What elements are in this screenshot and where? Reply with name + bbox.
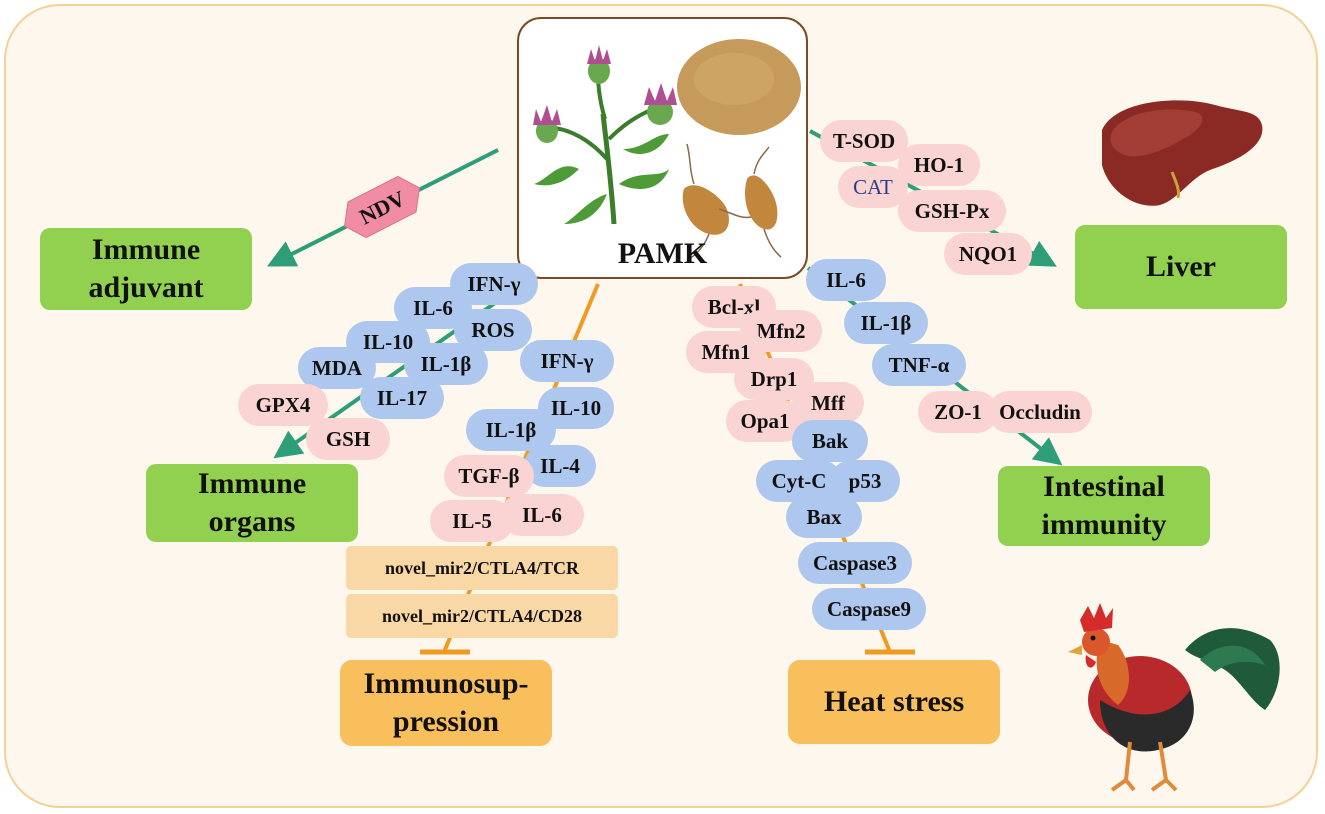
intestinal-node-zo-1: ZO-1	[918, 391, 998, 433]
atractylodes-root-icon	[682, 143, 782, 260]
thistle-plant-icon	[533, 45, 677, 225]
liver-node-t-sod: T-SOD	[820, 120, 908, 162]
liver-node-cat: CAT	[838, 166, 908, 208]
outcome-intestinal-immunity: Intestinal immunity	[998, 466, 1210, 546]
heat-node-caspase9: Caspase9	[812, 588, 926, 630]
herb-powder-icon	[677, 39, 801, 135]
pathway-box-cd28: novel_mir2/CTLA4/CD28	[346, 594, 618, 638]
pathway-box-tcr: novel_mir2/CTLA4/TCR	[346, 546, 618, 590]
outcome-liver: Liver	[1075, 225, 1287, 309]
heat-node-p53: p53	[830, 460, 900, 502]
pamk-label: PAMK	[617, 237, 708, 270]
immune-node-il-17: IL-17	[360, 377, 444, 419]
ndv-tag: NDV	[344, 175, 420, 239]
herb-illustration	[533, 39, 801, 260]
heat-node-bak: Bak	[792, 420, 868, 462]
heat-node-drp1: Drp1	[734, 358, 814, 400]
outcome-immune-organs: Immune organs	[146, 464, 358, 542]
immunosup-node-il-1beta: IL-1β	[466, 409, 556, 451]
immunosup-node-tgf-beta: TGF-β	[444, 455, 534, 497]
immune-node-mda: MDA	[298, 347, 376, 389]
immune-node-gpx4: GPX4	[238, 384, 328, 426]
heat-node-opa1: Opa1	[726, 400, 804, 442]
heat-node-mff: Mff	[792, 382, 864, 424]
immunosup-node-il-6: IL-6	[500, 494, 584, 536]
pamk-center-panel: PAMK	[517, 17, 808, 279]
immunosup-node-il-4: IL-4	[524, 445, 596, 487]
heat-node-bax: Bax	[786, 496, 862, 538]
immunosup-node-ifn-gamma: IFN-γ	[520, 340, 614, 382]
intestinal-node-il-6: IL-6	[806, 259, 886, 301]
liver-node-gsh-px: GSH-Px	[898, 190, 1006, 232]
heat-node-caspase3: Caspase3	[798, 542, 912, 584]
immune-node-gsh: GSH	[306, 418, 390, 460]
outcome-heat-stress: Heat stress	[788, 660, 1000, 744]
intestinal-node-tnf-alpha: TNF-α	[872, 344, 966, 386]
immunosup-node-il-10: IL-10	[538, 387, 614, 429]
liver-node-nqo1: NQO1	[944, 233, 1032, 275]
outcome-immune-adjuvant: Immune adjuvant	[40, 228, 252, 310]
intestinal-node-occludin: Occludin	[988, 391, 1092, 433]
outcome-immunosuppression: Immunosup- pression	[340, 660, 552, 746]
intestinal-node-il-1beta: IL-1β	[844, 302, 928, 344]
immune-node-ifn-gamma: IFN-γ	[450, 263, 538, 305]
heat-node-cyt-c: Cyt-C	[756, 460, 842, 502]
liver-node-ho-1: HO-1	[898, 144, 980, 186]
